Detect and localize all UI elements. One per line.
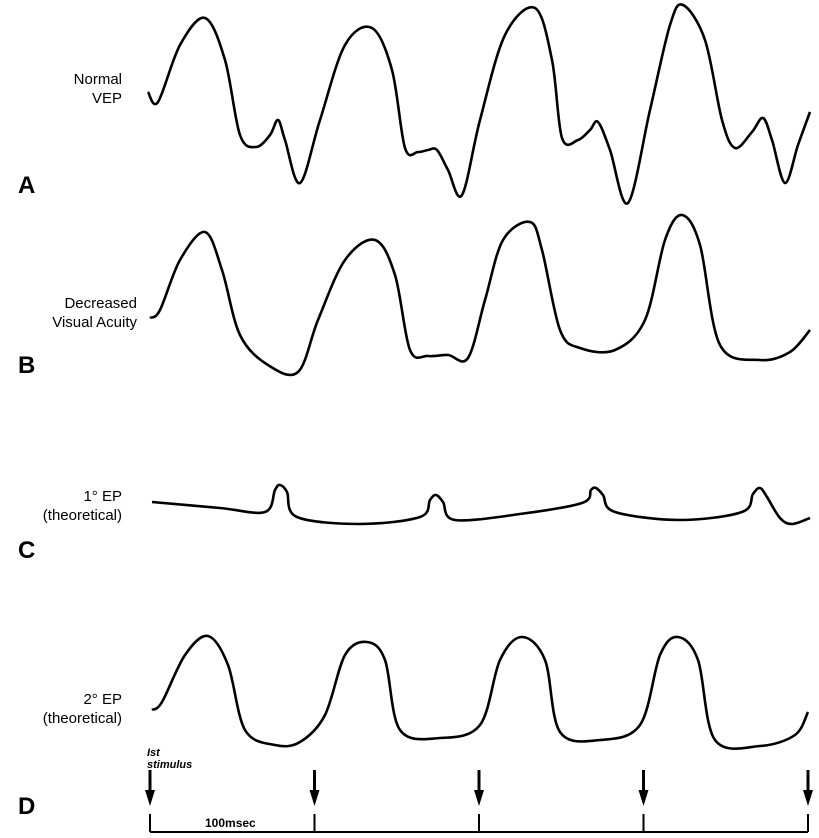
trace-label-b: Decreased Visual Acuity [0, 294, 137, 332]
stimulus-arrow-icon [638, 790, 649, 806]
trace-c-primary-ep [151, 483, 811, 526]
stimulus-arrow-icon [803, 790, 813, 806]
stimulus-timeline [145, 770, 813, 833]
stimulus-arrow-icon [309, 790, 320, 806]
label-line: (theoretical) [42, 710, 122, 727]
label-line: VEP [91, 90, 122, 107]
label-line: 1° EP [83, 488, 122, 505]
trace-label-d: 2° EP (theoretical) [0, 690, 122, 728]
label-line: stimulus [147, 759, 193, 771]
panel-letter-c: C [18, 537, 36, 564]
label-line: Normal [73, 71, 122, 88]
panel-letter-a: A [18, 172, 36, 199]
label-line: Ist [147, 747, 160, 759]
label-line: (theoretical) [42, 507, 122, 524]
time-scale-label: 100msec [205, 816, 256, 830]
panel-letter-d: D [18, 793, 36, 820]
trace-b-decreased-acuity [149, 213, 811, 377]
label-line: 2° EP [83, 691, 122, 708]
label-line: Decreased [64, 295, 137, 312]
trace-d-secondary-ep [151, 634, 810, 750]
trace-a-normal-vep [146, 3, 812, 205]
label-line: Visual Acuity [52, 314, 137, 331]
stimulus-arrow-icon [145, 790, 155, 806]
first-stimulus-label: Ist stimulus [147, 747, 192, 771]
trace-label-a: Normal VEP [0, 70, 122, 108]
trace-label-c: 1° EP (theoretical) [0, 487, 122, 525]
panel-letter-b: B [18, 352, 36, 379]
stimulus-arrow-icon [474, 790, 484, 806]
